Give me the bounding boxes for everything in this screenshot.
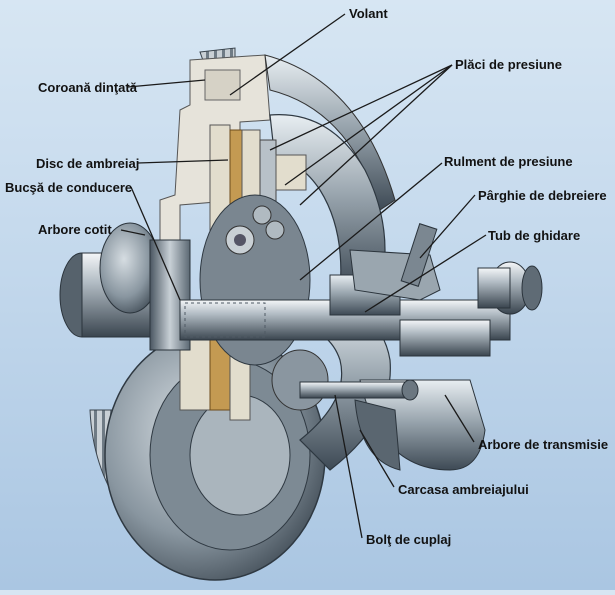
label-placi-de-presiune: Plăci de presiune	[455, 57, 562, 72]
label-carcasa-ambreiajului: Carcasa ambreiajului	[398, 482, 529, 497]
label-coroana-dintata: Coroană dinţată	[38, 80, 137, 95]
transmission-shaft	[179, 261, 543, 357]
label-arbore-cotit: Arbore cotit	[38, 222, 112, 237]
label-disc-de-ambreiaj: Disc de ambreiaj	[36, 156, 140, 171]
label-bucsa-de-conducere: Bucşă de conducere	[5, 180, 133, 195]
label-volant: Volant	[349, 6, 388, 21]
label-bolt-de-cuplaj: Bolţ de cuplaj	[366, 532, 452, 547]
label-parghie-de-debreiere: Pârghie de debreiere	[478, 188, 607, 203]
coupling-pin	[299, 379, 419, 401]
crankshaft	[59, 222, 191, 351]
clutch-housing	[354, 379, 486, 471]
label-arbore-de-transmisie: Arbore de transmisie	[478, 437, 609, 452]
leader-lines	[120, 13, 487, 539]
release-bearing	[329, 223, 441, 316]
label-tub-de-ghidare: Tub de ghidare	[488, 228, 581, 243]
label-rulment-de-presiune: Rulment de presiune	[444, 154, 573, 169]
